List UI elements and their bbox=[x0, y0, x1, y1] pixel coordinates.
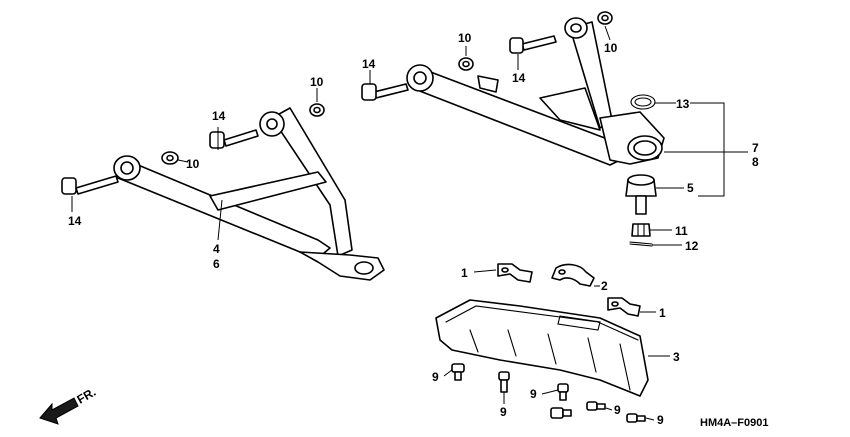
callout-9-a: 9 bbox=[432, 370, 439, 384]
screw-9a bbox=[451, 363, 465, 381]
snap-ring bbox=[630, 94, 656, 110]
front-direction-arrow: FR. bbox=[39, 385, 99, 425]
callout-6: 6 bbox=[213, 257, 220, 271]
bolt-rear-lower bbox=[209, 129, 259, 149]
bolt-rear-upper bbox=[509, 35, 557, 54]
cotter-pin bbox=[629, 241, 653, 247]
screw-9f bbox=[626, 413, 646, 423]
callout-11: 11 bbox=[675, 224, 688, 238]
diagram-code: HM4A–F0901 bbox=[700, 417, 768, 429]
callout-13: 13 bbox=[676, 97, 690, 111]
callout-7: 7 bbox=[752, 141, 759, 155]
skid-plate bbox=[435, 299, 649, 397]
callout-3: 3 bbox=[673, 350, 680, 364]
callout-10-lower-rear: 10 bbox=[310, 75, 324, 89]
bracket-1-upper bbox=[497, 263, 533, 283]
callout-5: 5 bbox=[687, 181, 694, 195]
callout-9-e: 9 bbox=[657, 413, 664, 427]
callout-2: 2 bbox=[601, 279, 608, 293]
screw-9b bbox=[498, 371, 510, 393]
callout-9-c: 9 bbox=[530, 387, 537, 401]
nut-upper-front bbox=[458, 57, 474, 71]
bolt-front-upper bbox=[361, 83, 409, 101]
bolt-front-lower bbox=[61, 175, 119, 195]
callout-14-lower-rear: 14 bbox=[212, 109, 226, 123]
callout-14-lower-front: 14 bbox=[68, 214, 82, 228]
nut-lower-rear bbox=[309, 103, 325, 117]
callout-4: 4 bbox=[213, 242, 220, 256]
callout-1-lower: 1 bbox=[659, 306, 666, 320]
callout-10-upper-front: 10 bbox=[458, 31, 472, 45]
nut-upper-rear bbox=[597, 11, 613, 25]
nut-lower-front bbox=[161, 151, 179, 165]
callout-10-lower-front: 10 bbox=[186, 157, 200, 171]
callout-12: 12 bbox=[685, 239, 699, 253]
callout-10-upper-rear: 10 bbox=[604, 41, 618, 55]
callout-9-b: 9 bbox=[500, 405, 507, 419]
upper-arm bbox=[406, 17, 665, 166]
castle-nut bbox=[631, 223, 651, 237]
ball-joint bbox=[625, 174, 657, 215]
callout-14-upper-front: 14 bbox=[362, 57, 376, 71]
lower-arm bbox=[113, 107, 385, 281]
screw-9d bbox=[550, 407, 572, 419]
callout-14-upper-rear: 14 bbox=[512, 71, 526, 85]
callout-1-upper: 1 bbox=[461, 266, 468, 280]
callout-9-d: 9 bbox=[614, 403, 621, 417]
clamp-2 bbox=[551, 263, 595, 287]
bracket-1-lower bbox=[607, 297, 641, 317]
callouts: 14 14 10 10 4 6 14 10 14 10 13 7 8 5 11 … bbox=[68, 31, 759, 427]
screw-9c bbox=[557, 383, 569, 401]
front-direction-label: FR. bbox=[75, 385, 99, 407]
callout-8: 8 bbox=[752, 155, 759, 169]
screw-9e bbox=[586, 401, 606, 411]
leader-lines bbox=[71, 25, 748, 421]
